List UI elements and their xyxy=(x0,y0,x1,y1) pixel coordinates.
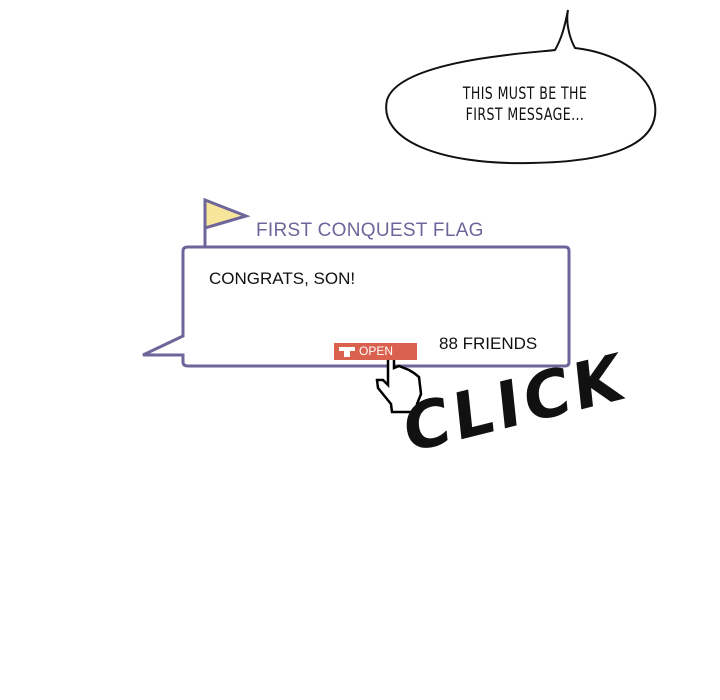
notification-title: FIRST CONQUEST FLAG xyxy=(256,220,484,241)
open-label: OPEN xyxy=(359,344,394,358)
flag-icon xyxy=(203,197,251,248)
open-button[interactable]: OPEN xyxy=(334,343,417,360)
friends-count: 88 FRIENDS xyxy=(439,334,538,353)
notification-frame xyxy=(142,245,571,368)
speech-bubble-text: THIS MUST BE THE FIRST MESSAGE... xyxy=(447,84,603,126)
notification-message: CONGRATS, SON! xyxy=(209,269,356,288)
speech-bubble xyxy=(385,9,657,165)
speech-line-1: THIS MUST BE THE xyxy=(462,84,588,104)
gift-icon xyxy=(339,346,355,357)
speech-line-2: FIRST MESSAGE... xyxy=(465,105,585,125)
pointer-hand-cursor-icon xyxy=(375,353,423,414)
